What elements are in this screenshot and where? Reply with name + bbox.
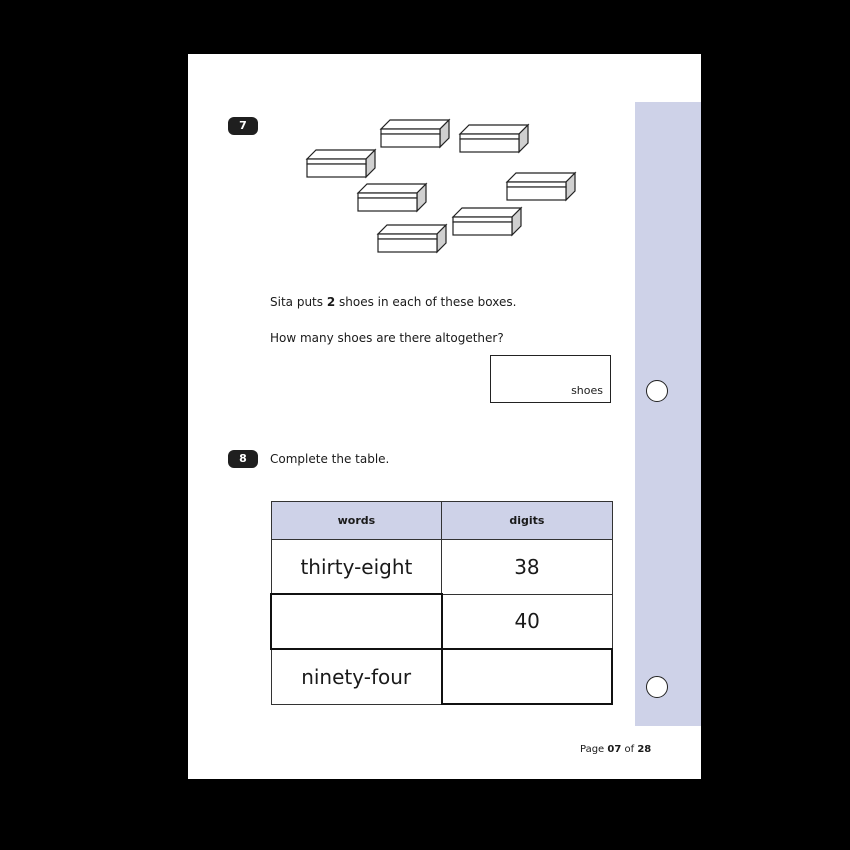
header-words: words — [270, 501, 443, 540]
page-of: of — [621, 744, 638, 755]
cell-digits: 38 — [441, 539, 613, 595]
shoebox-icon — [451, 206, 523, 237]
page-total: 28 — [637, 744, 652, 755]
shoebox-icon — [376, 223, 448, 254]
marks-margin — [635, 102, 701, 726]
q7-answer-box[interactable]: shoes — [490, 355, 611, 403]
question-number-8: 8 — [228, 450, 258, 468]
mark-circle-q8[interactable] — [646, 676, 668, 698]
q7-statement-end: shoes in each of these boxes. — [335, 295, 517, 309]
shoebox-icon — [458, 123, 530, 154]
cell-words: thirty-eight — [270, 539, 443, 595]
q7-statement: Sita puts 2 shoes in each of these boxes… — [270, 295, 516, 309]
shoebox-icon — [305, 148, 377, 179]
cell-words: ninety-four — [270, 648, 443, 705]
q8-instruction: Complete the table. — [270, 452, 390, 466]
table-row: thirty-eight 38 — [270, 539, 613, 595]
number-words-table: words digits thirty-eight 38 40 ninety-f… — [270, 501, 614, 705]
page-label: Page — [580, 744, 608, 755]
page-current: 07 — [607, 744, 622, 755]
answer-cell-digits[interactable] — [440, 648, 614, 705]
q7-question: How many shoes are there altogether? — [270, 331, 504, 345]
q7-statement-start: Sita puts — [270, 295, 327, 309]
table-row: ninety-four — [270, 648, 614, 705]
shoebox-icon — [379, 118, 451, 149]
answer-cell-words[interactable] — [270, 593, 443, 650]
table-header-row: words digits — [270, 501, 613, 540]
question-number-7: 7 — [228, 117, 258, 135]
cell-digits: 40 — [441, 593, 613, 650]
shoebox-icon — [505, 171, 577, 202]
shoebox-icon — [356, 182, 428, 213]
test-page: 7 — [188, 54, 701, 779]
page-number: Page 07 of 28 — [580, 744, 651, 755]
q7-statement-number: 2 — [326, 295, 336, 309]
shoe-boxes-illustration — [305, 118, 577, 254]
q7-answer-unit: shoes — [571, 384, 603, 397]
header-digits: digits — [441, 501, 613, 540]
table-row: 40 — [270, 593, 613, 650]
mark-circle-q7[interactable] — [646, 380, 668, 402]
